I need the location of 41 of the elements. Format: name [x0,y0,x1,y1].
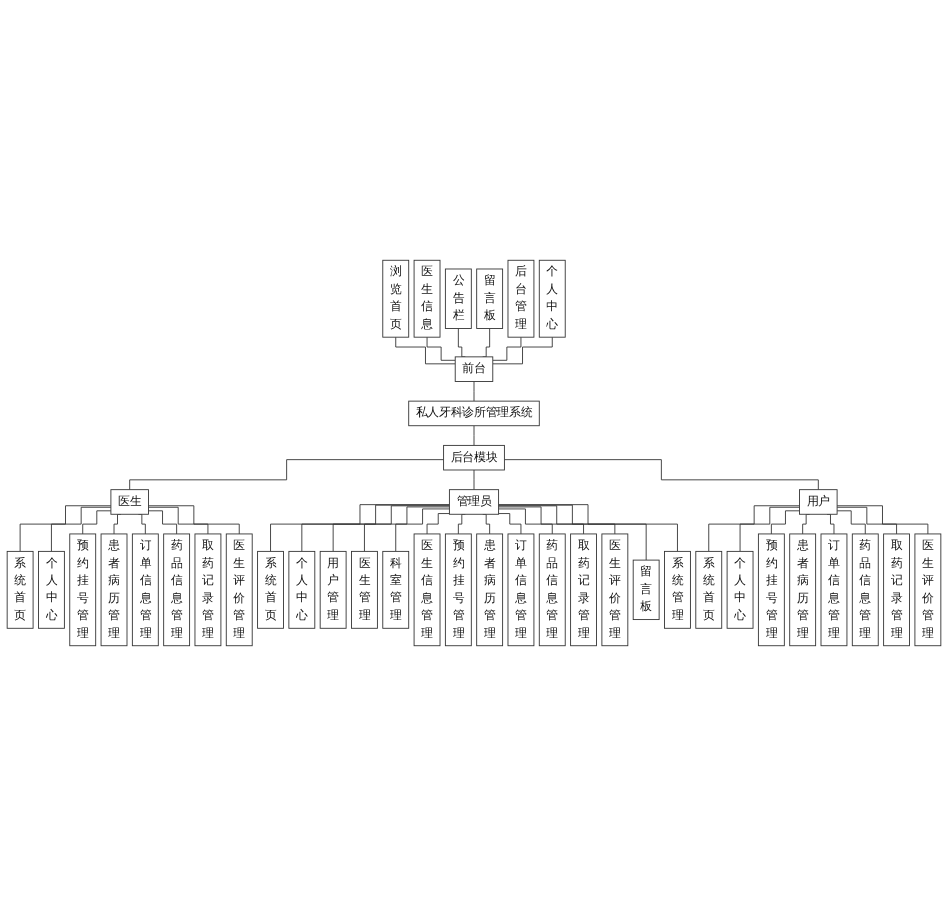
connector [482,328,491,358]
connector [148,510,178,535]
connector [148,506,209,535]
connector [492,336,522,361]
connector [426,336,456,361]
connector [113,513,122,535]
connector [148,505,240,535]
connector [836,505,929,535]
connector [270,504,450,552]
connector [836,510,866,535]
connector [503,459,819,491]
connector [395,508,450,552]
connector [739,506,800,552]
connector [395,336,456,365]
connector [770,510,800,535]
connector [492,336,553,365]
connector [482,513,491,535]
connector [50,506,112,552]
connector [426,513,450,535]
connector [826,513,835,535]
connector [708,505,800,552]
connector [498,504,678,552]
connector [129,459,445,491]
connector [473,381,475,402]
connector [82,510,112,535]
connector [802,513,811,535]
connector [301,504,450,552]
connector [19,505,112,552]
connector [364,506,450,552]
connector [836,506,898,535]
connector [498,508,553,535]
connector [473,425,475,446]
connector [498,513,522,535]
connector [457,328,466,358]
connector [498,504,647,561]
connector [332,505,450,552]
connector [498,505,616,535]
connector [137,513,146,535]
connector [498,506,584,535]
connector [457,513,466,535]
connector [473,469,475,491]
